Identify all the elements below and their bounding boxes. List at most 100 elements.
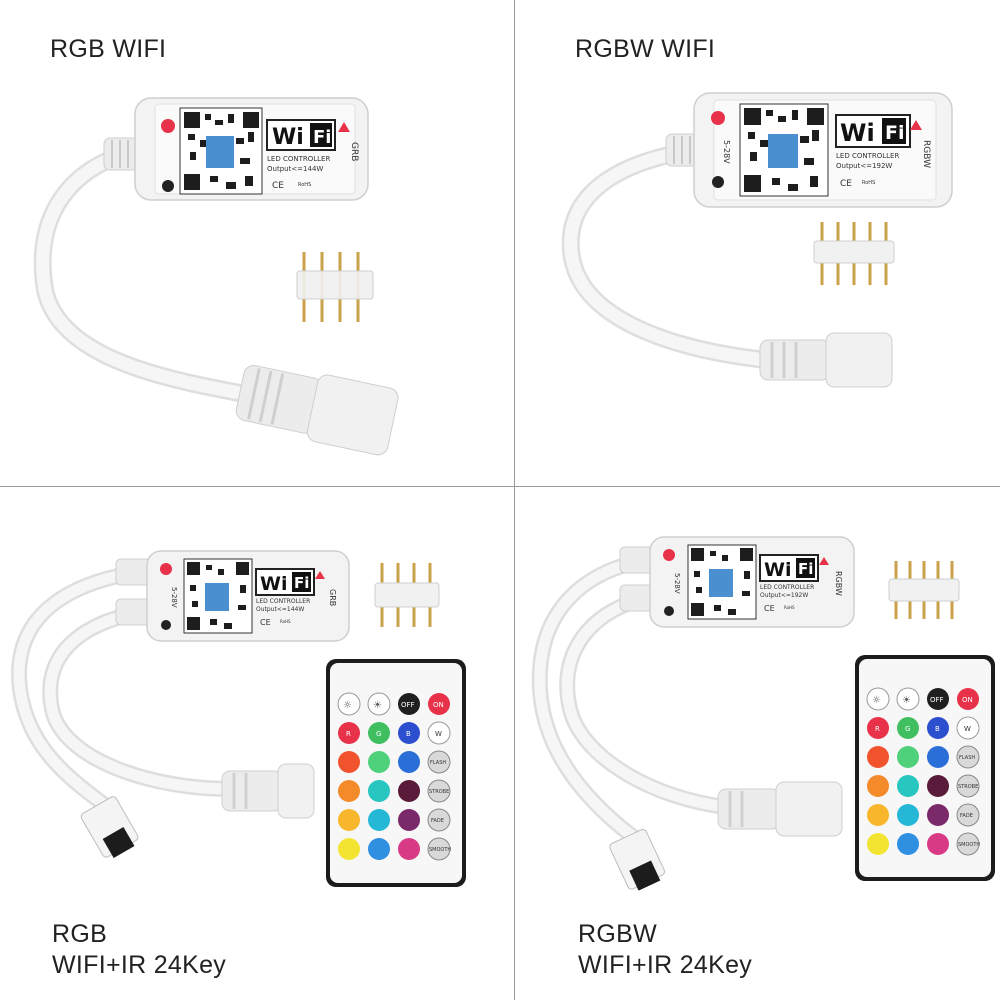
plus-marker-icon	[161, 119, 175, 133]
svg-text:LED CONTROLLER: LED CONTROLLER	[760, 584, 814, 591]
caption-line-1: RGBW	[578, 920, 657, 948]
svg-text:RoHS: RoHS	[298, 182, 311, 188]
vertical-divider	[514, 0, 515, 1000]
svg-text:OFF: OFF	[401, 701, 415, 709]
svg-text:Output<=144W: Output<=144W	[256, 606, 304, 613]
svg-text:W: W	[964, 725, 971, 733]
svg-text:5-28V: 5-28V	[170, 587, 178, 608]
strain-relief	[115, 558, 151, 626]
ir-remote: ☼ ☀ OFF ON R G B W FLASH STROBE FADE SMO…	[855, 655, 995, 881]
svg-text:RGBW: RGBW	[921, 140, 931, 168]
svg-text:FLASH: FLASH	[959, 755, 975, 761]
brightness-down-icon: ☀	[902, 695, 911, 706]
product-photo: 5-28V Wi Fi LED CONTROLLER Output<=192W …	[531, 536, 995, 891]
svg-text:G: G	[905, 725, 910, 733]
minus-marker-icon	[664, 606, 674, 616]
app-icon	[709, 569, 733, 597]
svg-text:LED CONTROLLER: LED CONTROLLER	[267, 155, 330, 163]
dc-jack	[221, 763, 315, 819]
svg-text:R: R	[875, 725, 880, 733]
panel-rgbw-wifi: RGBW WIFI 5-28V	[516, 0, 1000, 484]
svg-text:B: B	[406, 730, 411, 738]
svg-text:CE: CE	[260, 618, 271, 627]
svg-text:GRB: GRB	[349, 142, 359, 161]
svg-text:Output<=192W: Output<=192W	[760, 592, 808, 599]
panel-caption: RGB WIFI+IR 24Key	[52, 919, 226, 981]
svg-text:STROBE: STROBE	[958, 784, 978, 790]
controller-body: 5-28V Wi Fi LED CONTROLLER Output<=192W …	[693, 92, 953, 208]
svg-text:Output<=144W: Output<=144W	[267, 165, 323, 173]
svg-text:FLASH: FLASH	[430, 760, 446, 766]
remote-buttons: ☼ ☀ OFF ON R G B W FLASH STROBE FADE SMO…	[866, 687, 980, 856]
svg-text:Output<=192W: Output<=192W	[836, 162, 892, 170]
svg-text:Fi: Fi	[294, 574, 309, 592]
svg-text:SMOOTH: SMOOTH	[429, 847, 451, 853]
svg-text:G: G	[376, 730, 381, 738]
svg-text:Wi: Wi	[272, 125, 304, 150]
svg-text:CE: CE	[840, 179, 852, 189]
svg-text:CE: CE	[764, 604, 775, 613]
controller-body: 5-28V Wi Fi LED CONTROLLER Output<=192W …	[649, 536, 855, 628]
svg-text:FADE: FADE	[960, 813, 973, 819]
svg-text:GRB: GRB	[328, 589, 337, 606]
brightness-up-icon: ☼	[872, 695, 881, 706]
svg-text:Fi: Fi	[798, 560, 813, 578]
plus-marker-icon	[663, 549, 675, 561]
svg-text:SMOOTH: SMOOTH	[958, 842, 980, 848]
panel-caption: RGBW WIFI+IR 24Key	[578, 919, 752, 981]
svg-text:FADE: FADE	[431, 818, 444, 824]
ir-receiver	[80, 796, 139, 859]
svg-text:5-28V: 5-28V	[722, 140, 731, 164]
minus-marker-icon	[712, 176, 724, 188]
controller-body: 5-28V Wi Fi LED CONTROLLER Output<=144W …	[146, 550, 350, 642]
brightness-up-icon: ☼	[343, 700, 352, 711]
app-icon	[768, 134, 798, 168]
svg-text:LED CONTROLLER: LED CONTROLLER	[836, 152, 899, 160]
strain-relief	[619, 546, 655, 612]
pin-connector	[888, 561, 960, 619]
minus-marker-icon	[162, 180, 174, 192]
app-icon	[205, 583, 229, 611]
dc-jack	[717, 781, 843, 837]
product-photo: Wi Fi LED CONTROLLER Output<=144W CE RoH…	[33, 97, 399, 456]
caption-line-2: WIFI+IR 24Key	[52, 951, 227, 979]
dc-jack	[235, 364, 399, 456]
dc-jack	[759, 332, 893, 388]
pin-connector	[296, 252, 374, 322]
panel-rgbw-wifi-ir: 5-28V Wi Fi LED CONTROLLER Output<=192W …	[516, 489, 1000, 1000]
svg-text:RoHS: RoHS	[862, 180, 875, 186]
caption-line-1: RGB	[52, 920, 108, 948]
brightness-down-icon: ☀	[373, 700, 382, 711]
svg-text:Wi: Wi	[260, 573, 287, 595]
svg-text:B: B	[935, 725, 940, 733]
svg-text:ON: ON	[962, 696, 973, 704]
svg-text:CE: CE	[272, 181, 284, 191]
remote-buttons: ☼ ☀ OFF ON R G B W FLASH STROBE	[337, 692, 451, 861]
svg-text:5-28V: 5-28V	[673, 573, 681, 594]
controller-body: Wi Fi LED CONTROLLER Output<=144W CE RoH…	[134, 97, 369, 201]
svg-text:Fi: Fi	[885, 122, 905, 144]
ir-receiver	[609, 828, 666, 891]
pin-connector	[813, 222, 895, 285]
caption-line-2: WIFI+IR 24Key	[578, 951, 753, 979]
horizontal-divider	[0, 486, 1000, 487]
svg-text:RoHS: RoHS	[280, 619, 291, 624]
svg-text:W: W	[435, 730, 442, 738]
svg-text:RGBW: RGBW	[834, 571, 843, 596]
svg-text:OFF: OFF	[930, 696, 944, 704]
svg-text:STROBE: STROBE	[429, 789, 449, 795]
panel-rgb-wifi-ir: 5-28V Wi Fi LED CONTROLLER Output<=144W …	[0, 489, 514, 1000]
svg-text:Wi: Wi	[840, 119, 875, 147]
svg-text:Fi: Fi	[313, 127, 331, 148]
panel-caption: RGBW WIFI	[575, 35, 716, 63]
plus-marker-icon	[160, 563, 172, 575]
svg-text:Wi: Wi	[764, 559, 791, 581]
pin-connector	[374, 563, 440, 627]
svg-text:LED CONTROLLER: LED CONTROLLER	[256, 598, 310, 605]
panel-rgb-wifi: RGB WIFI	[0, 0, 500, 484]
svg-text:RoHS: RoHS	[784, 605, 795, 610]
panel-caption: RGB WIFI	[50, 35, 167, 63]
svg-text:R: R	[346, 730, 351, 738]
svg-text:ON: ON	[433, 701, 444, 709]
app-icon	[206, 136, 234, 168]
